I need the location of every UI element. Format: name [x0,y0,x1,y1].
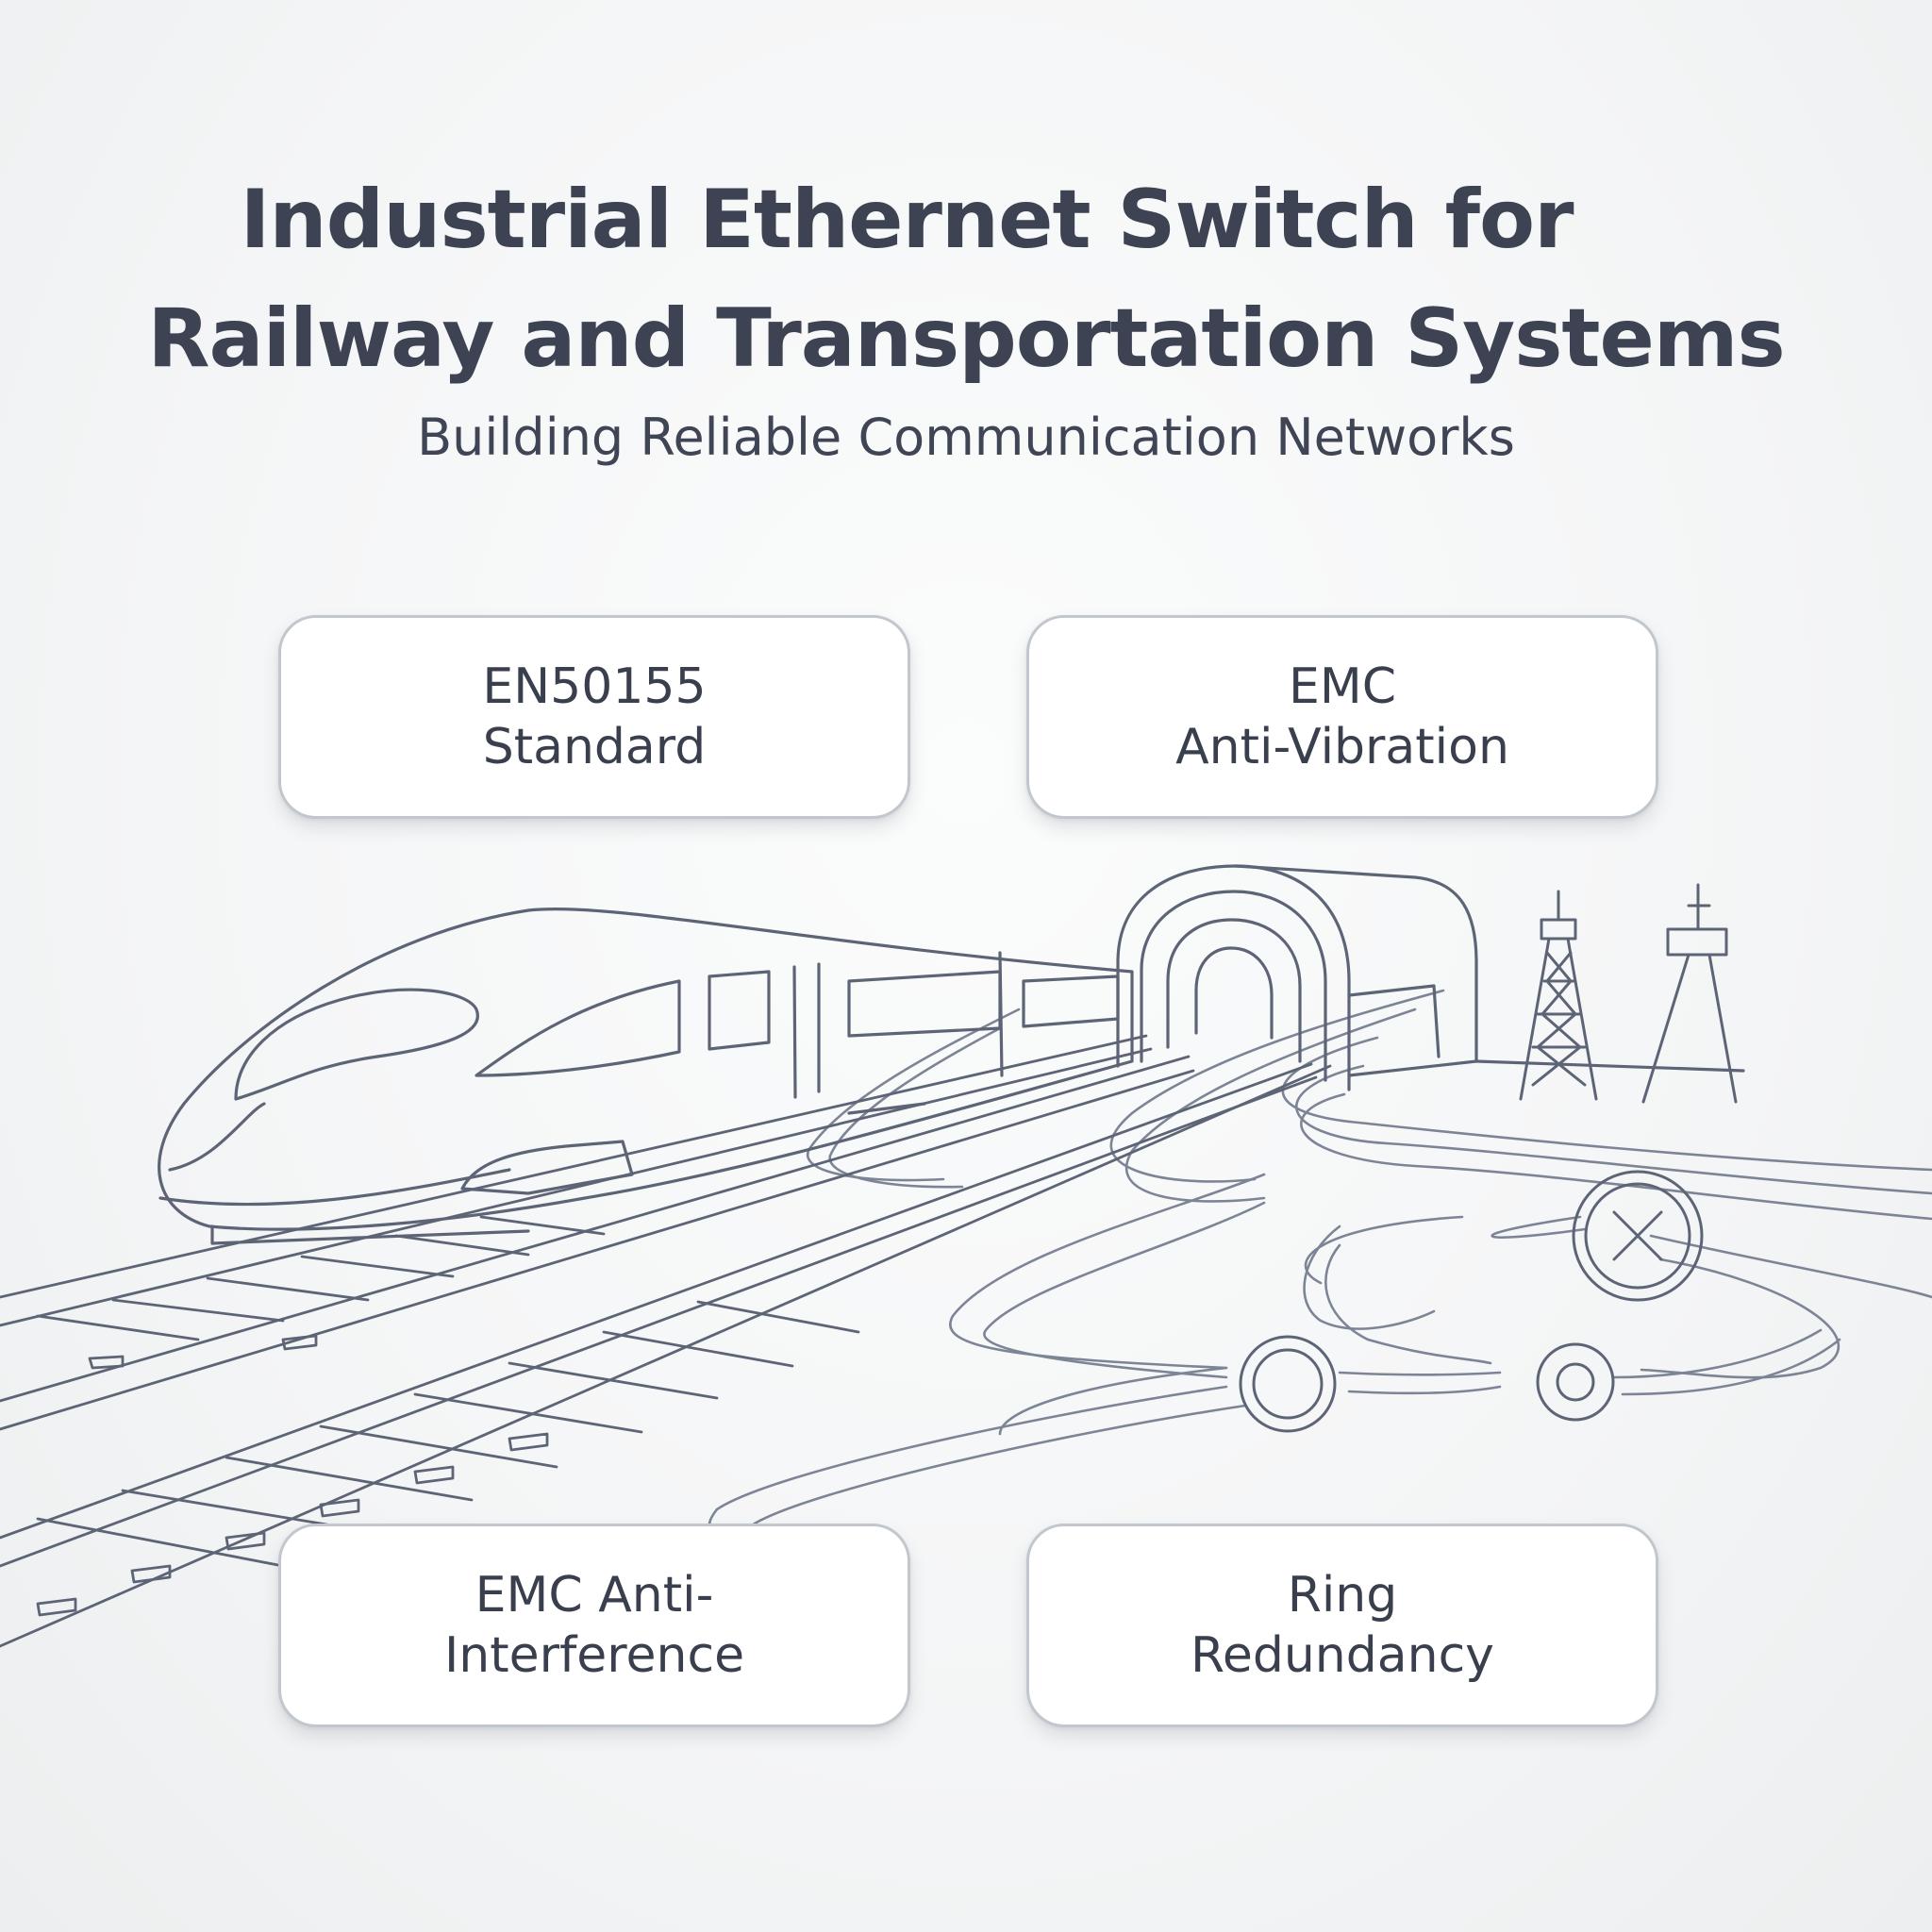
railway-track-icon [0,1034,1332,1648]
feature-card-line-2: Redundancy [1191,1627,1494,1684]
feature-card-line-2: Standard [482,719,707,775]
title-line-2: Railway and Transportation Systems [147,291,1785,386]
feature-card-line-2: Anti-Vibration [1175,719,1509,775]
page-subtitle: Building Reliable Communication Networks [417,408,1515,467]
tunnel-icon [1116,864,1745,1091]
feature-card-line-1: EMC [1288,658,1397,715]
title-line-1: Industrial Ethernet Switch for [240,173,1574,267]
network-cable-icon [708,989,1932,1540]
feature-card-line-1: EN50155 [482,658,707,715]
feature-card-anti-vibration: EMC Anti-Vibration [1026,615,1658,819]
train-icon [158,908,1134,1245]
network-node-icon [1536,1342,1615,1422]
antenna-tower-icon [1641,883,1738,1104]
network-node-icon [1239,1335,1337,1433]
feature-card-line-1: EMC Anti- [475,1567,714,1624]
feature-card-line-1: Ring [1287,1567,1398,1624]
page-title: Industrial Ethernet Switch for Railway a… [0,160,1932,398]
feature-card-line-2: Interference [443,1627,745,1684]
transmission-tower-icon [1519,890,1598,1101]
feature-card-en50155: EN50155 Standard [278,615,910,819]
feature-card-anti-interference: EMC Anti- Interference [278,1524,910,1727]
blocked-node-icon [1572,1170,1704,1302]
feature-card-ring-redundancy: Ring Redundancy [1026,1524,1658,1727]
